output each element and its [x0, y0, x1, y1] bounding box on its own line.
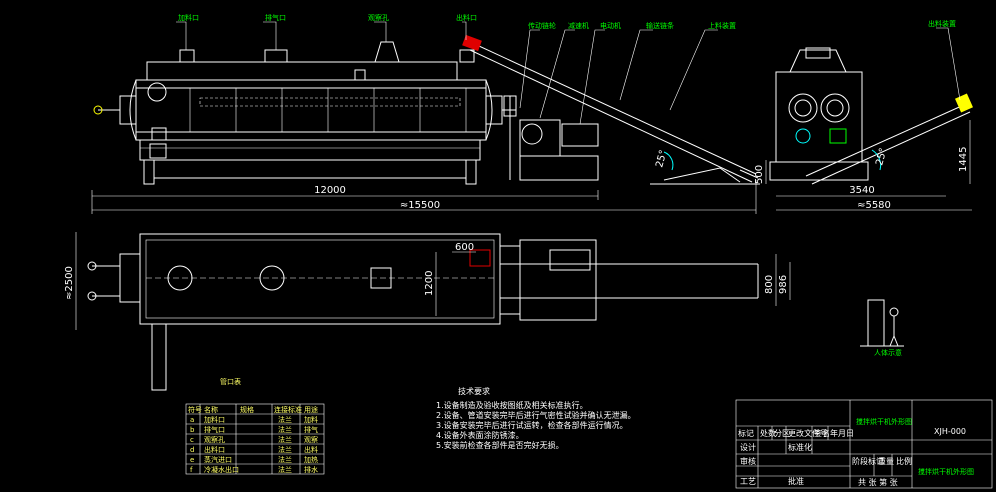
- drawing-name-repeat: 搅拌烘干机外形图: [918, 467, 974, 476]
- dim-side-total: ≈5580: [857, 200, 891, 211]
- dim-plan-a: 1200: [424, 271, 435, 296]
- svg-text:出料: 出料: [304, 445, 318, 454]
- svg-text:a: a: [190, 416, 194, 424]
- nozzle-table-rows: a 加料口 法兰 加料 b 排气口 法兰 排气 c 观察孔 法兰 观察 d 出料…: [190, 415, 318, 474]
- svg-text:法兰: 法兰: [278, 455, 292, 464]
- callout-sprocket: 传动链轮: [528, 21, 556, 30]
- callout-view-port: 观察孔: [368, 13, 389, 22]
- meta-scale: 比例: [896, 456, 912, 466]
- callout-reducer: 减速机: [568, 21, 589, 30]
- svg-text:e: e: [190, 456, 194, 464]
- svg-text:排水: 排水: [304, 465, 318, 474]
- callout-exhaust-port: 排气口: [265, 13, 286, 22]
- svg-text:3.设备安装完毕后进行试运转，检查各部件运行情况。: 3.设备安装完毕后进行试运转，检查各部件运行情况。: [436, 420, 628, 430]
- svg-text:法兰: 法兰: [278, 425, 292, 434]
- svg-text:排气: 排气: [304, 425, 318, 434]
- callout-chain: 输送链条: [646, 21, 674, 30]
- svg-text:分区: 分区: [774, 429, 790, 438]
- svg-text:冷凝水出口: 冷凝水出口: [204, 465, 239, 474]
- svg-text:签名: 签名: [814, 428, 830, 438]
- svg-text:连接标准: 连接标准: [274, 405, 302, 414]
- svg-text:用途: 用途: [304, 405, 318, 414]
- dim-angle-a: 25°: [654, 149, 669, 169]
- svg-text:处数: 处数: [760, 428, 776, 438]
- callout-motor: 电动机: [600, 21, 621, 30]
- dim-angle-b: 25°: [874, 147, 889, 167]
- dim-height-b: 1445: [958, 147, 969, 172]
- callout-discharge-port: 出料口: [456, 13, 477, 22]
- svg-text:更改文件号: 更改文件号: [788, 428, 828, 438]
- front-elevation: [93, 41, 599, 185]
- sheet-count: 共 张 第 张: [858, 477, 898, 487]
- tech-notes-title: 技术要求: [458, 386, 490, 396]
- svg-text:加热: 加热: [304, 455, 318, 464]
- svg-text:加料口: 加料口: [204, 415, 225, 424]
- table-row: c 观察孔 法兰 观察: [190, 435, 318, 444]
- dim-plan-c: 800: [764, 275, 775, 294]
- svg-text:蒸汽进口: 蒸汽进口: [204, 455, 232, 464]
- svg-text:名称: 名称: [204, 405, 218, 414]
- svg-text:排气口: 排气口: [204, 425, 225, 434]
- table-row: e 蒸汽进口 法兰 加热: [190, 455, 318, 464]
- svg-text:观察: 观察: [304, 435, 318, 444]
- svg-text:4.设备外表面涂防锈漆。: 4.设备外表面涂防锈漆。: [436, 430, 524, 440]
- role-review: 审核: [740, 456, 756, 466]
- scale-label: 人体示意: [874, 348, 902, 357]
- title-block: [735, 399, 993, 489]
- table-row: a 加料口 法兰 加料: [190, 415, 318, 424]
- nozzle-table-header: 符号 名称 规格 连接标准 用途: [188, 405, 318, 414]
- role-process: 工艺: [740, 477, 756, 486]
- svg-text:规格: 规格: [240, 405, 254, 414]
- dim-height-a: 500: [754, 165, 765, 184]
- svg-text:年月日: 年月日: [830, 428, 854, 438]
- meta-stage: 阶段标记: [852, 456, 884, 466]
- revision-header: 标记 处数 分区 更改文件号 签名 年月日: [738, 428, 854, 438]
- svg-text:法兰: 法兰: [278, 445, 292, 454]
- callout-leaders: [176, 21, 961, 125]
- tech-notes: 1.设备制造及验收按图纸及相关标准执行。 2.设备、管道安装完毕后进行气密性试验…: [436, 400, 636, 450]
- role-design: 设计: [740, 442, 756, 452]
- nozzle-table: [185, 403, 325, 475]
- svg-text:法兰: 法兰: [278, 415, 292, 424]
- side-elevation: [769, 47, 973, 185]
- dim-plan-b: 600: [455, 242, 474, 253]
- callout-feed-inlet: 加料口: [178, 13, 199, 22]
- svg-text:法兰: 法兰: [278, 465, 292, 474]
- callout-discharge-device: 出料装置: [928, 19, 956, 28]
- meta-weight: 重量: [878, 456, 894, 466]
- approve-label: 批准: [788, 476, 804, 486]
- conveyor-front: [462, 34, 760, 185]
- svg-text:符号: 符号: [188, 405, 202, 414]
- drawing-number: XJH-000: [934, 427, 966, 436]
- dim-plan-d: 986: [778, 275, 789, 294]
- svg-text:法兰: 法兰: [278, 435, 292, 444]
- plan-view: [87, 233, 759, 391]
- drawing-name: 搅拌烘干机外形图: [856, 417, 912, 426]
- dimension-lines: [75, 120, 972, 330]
- dim-side-width: 3540: [849, 185, 874, 196]
- svg-text:f: f: [190, 466, 193, 474]
- svg-text:2.设备、管道安装完毕后进行气密性试验并确认无泄漏。: 2.设备、管道安装完毕后进行气密性试验并确认无泄漏。: [436, 410, 636, 420]
- svg-text:1.设备制造及验收按图纸及相关标准执行。: 1.设备制造及验收按图纸及相关标准执行。: [436, 400, 588, 410]
- svg-text:b: b: [190, 426, 195, 434]
- callout-feeder: 上料装置: [708, 21, 736, 30]
- svg-text:5.安装前检查各部件是否完好无损。: 5.安装前检查各部件是否完好无损。: [436, 440, 564, 450]
- dim-length-main: 12000: [314, 185, 346, 196]
- dim-plan-width: ≈2500: [64, 266, 75, 300]
- scale-figure: [860, 299, 904, 347]
- svg-text:出料口: 出料口: [204, 445, 225, 454]
- svg-text:加料: 加料: [304, 415, 318, 424]
- table-row: b 排气口 法兰 排气: [190, 425, 318, 434]
- svg-text:c: c: [190, 436, 194, 444]
- nozzle-table-title: 管口表: [220, 377, 241, 386]
- svg-text:d: d: [190, 446, 194, 454]
- svg-text:观察孔: 观察孔: [204, 435, 225, 444]
- table-row: f 冷凝水出口 法兰 排水: [190, 465, 318, 474]
- standardize-label: 标准化: [788, 442, 812, 452]
- svg-text:标记: 标记: [738, 428, 754, 438]
- table-row: d 出料口 法兰 出料: [190, 445, 318, 454]
- dim-length-total: ≈15500: [400, 200, 440, 211]
